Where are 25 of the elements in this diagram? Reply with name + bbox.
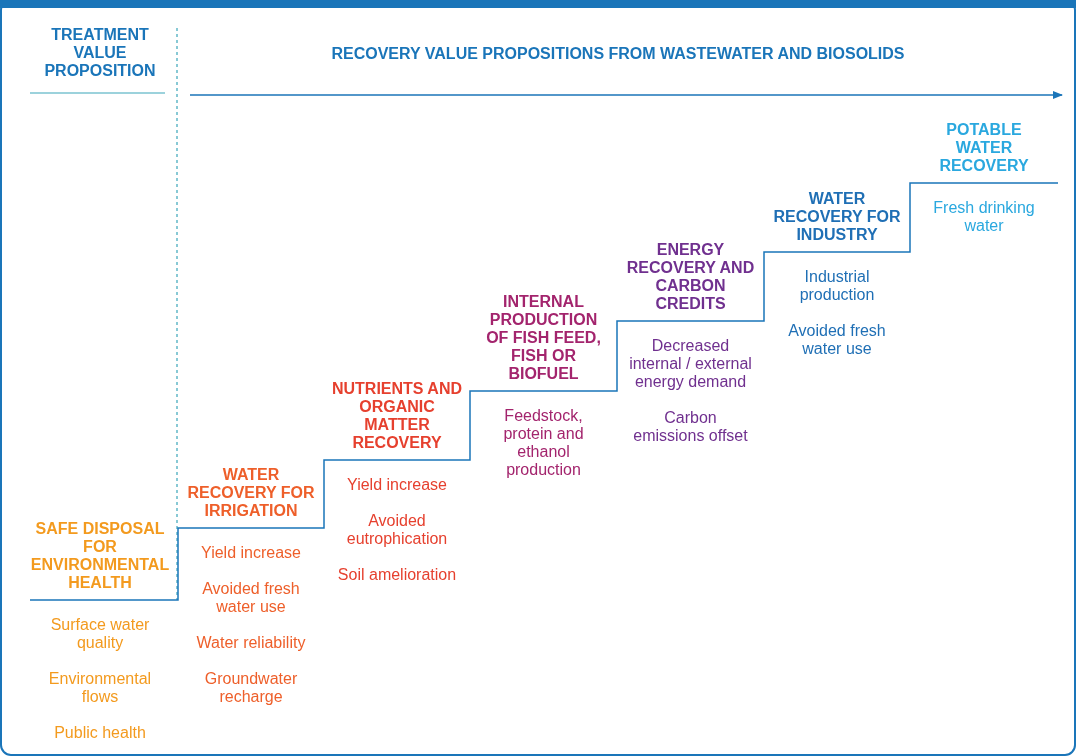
step-heading: INTERNAL PRODUCTION OF FISH FEED, FISH OR BIOFUEL [476,293,611,383]
step-heading: ENERGY RECOVERY AND CARBON CREDITS [623,241,758,313]
step-heading: NUTRIENTS AND ORGANIC MATTER RECOVERY [330,380,464,452]
step-heading: WATER RECOVERY FOR INDUSTRY [770,190,904,244]
benefit-text: Yield increase [346,476,448,494]
diagram-title: RECOVERY VALUE PROPOSITIONS FROM WASTEWATER AND BIOSOLIDS [330,45,906,63]
benefit-text: Soil amelioration [336,566,458,584]
column-heading: TREATMENT VALUE PROPOSITION [43,26,157,80]
benefit-text: Surface water quality [49,616,151,652]
benefit-text: Avoided fresh water use [201,580,301,616]
benefit-text: Decreased internal / external energy demand [628,337,753,391]
step-heading: WATER RECOVERY FOR IRRIGATION [184,466,318,520]
step-heading: SAFE DISPOSAL FOR ENVIRONMENTAL HEALTH [27,520,173,592]
benefit-text: Avoided eutrophication [345,512,449,548]
benefit-text: Water reliability [195,634,307,652]
benefit-text: Groundwater recharge [203,670,299,706]
benefit-text: Avoided fresh water use [787,322,887,358]
benefit-text: Carbon emissions offset [632,409,749,445]
benefit-text: Feedstock, protein and ethanol production [502,407,585,479]
step-heading: POTABLE WATER RECOVERY [917,121,1051,175]
benefit-text: Fresh drinking water [932,199,1036,235]
benefit-text: Environmental flows [47,670,153,706]
benefit-text: Industrial production [798,268,876,304]
benefit-text: Yield increase [200,544,302,562]
benefit-text: Public health [53,724,147,742]
